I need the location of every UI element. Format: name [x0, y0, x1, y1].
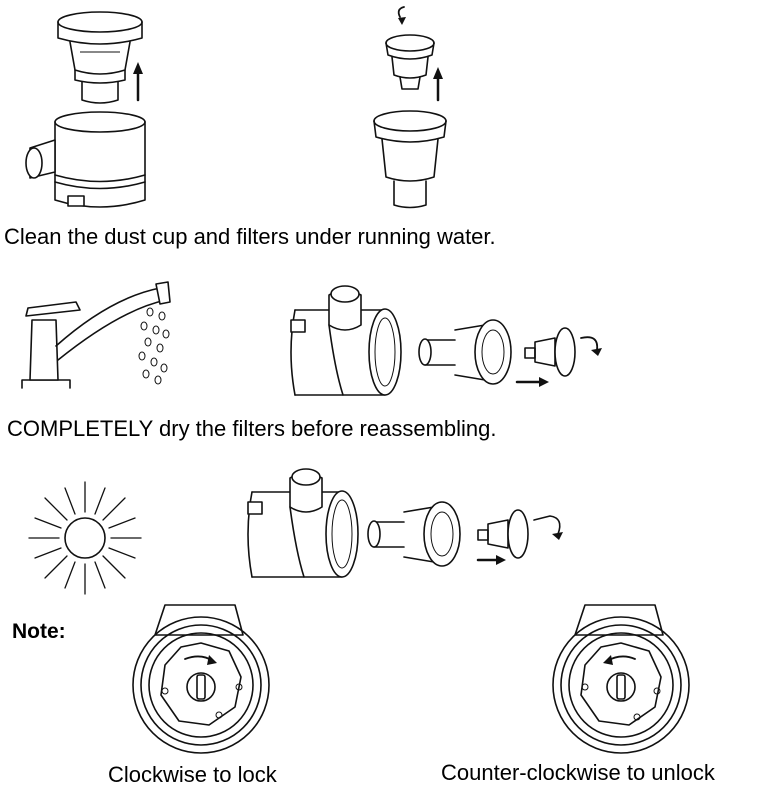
washed-parts-illustration [290, 285, 602, 396]
dust-cup-disassembly-illustration [25, 11, 146, 208]
drying-parts-illustration [247, 468, 563, 578]
sun-icon [28, 481, 142, 595]
clockwise-lock-illustration [132, 604, 270, 754]
note-label: Note: [12, 620, 66, 643]
filter-assembly-illustration [373, 6, 447, 209]
clean-caption: Clean the dust cup and filters under run… [4, 224, 496, 249]
unlock-caption: Counter-clockwise to unlock [441, 760, 715, 785]
counter-clockwise-unlock-illustration [552, 604, 690, 754]
faucet-icon [21, 281, 171, 389]
dry-caption: COMPLETELY dry the filters before reasse… [7, 416, 497, 441]
lock-caption: Clockwise to lock [108, 762, 277, 787]
